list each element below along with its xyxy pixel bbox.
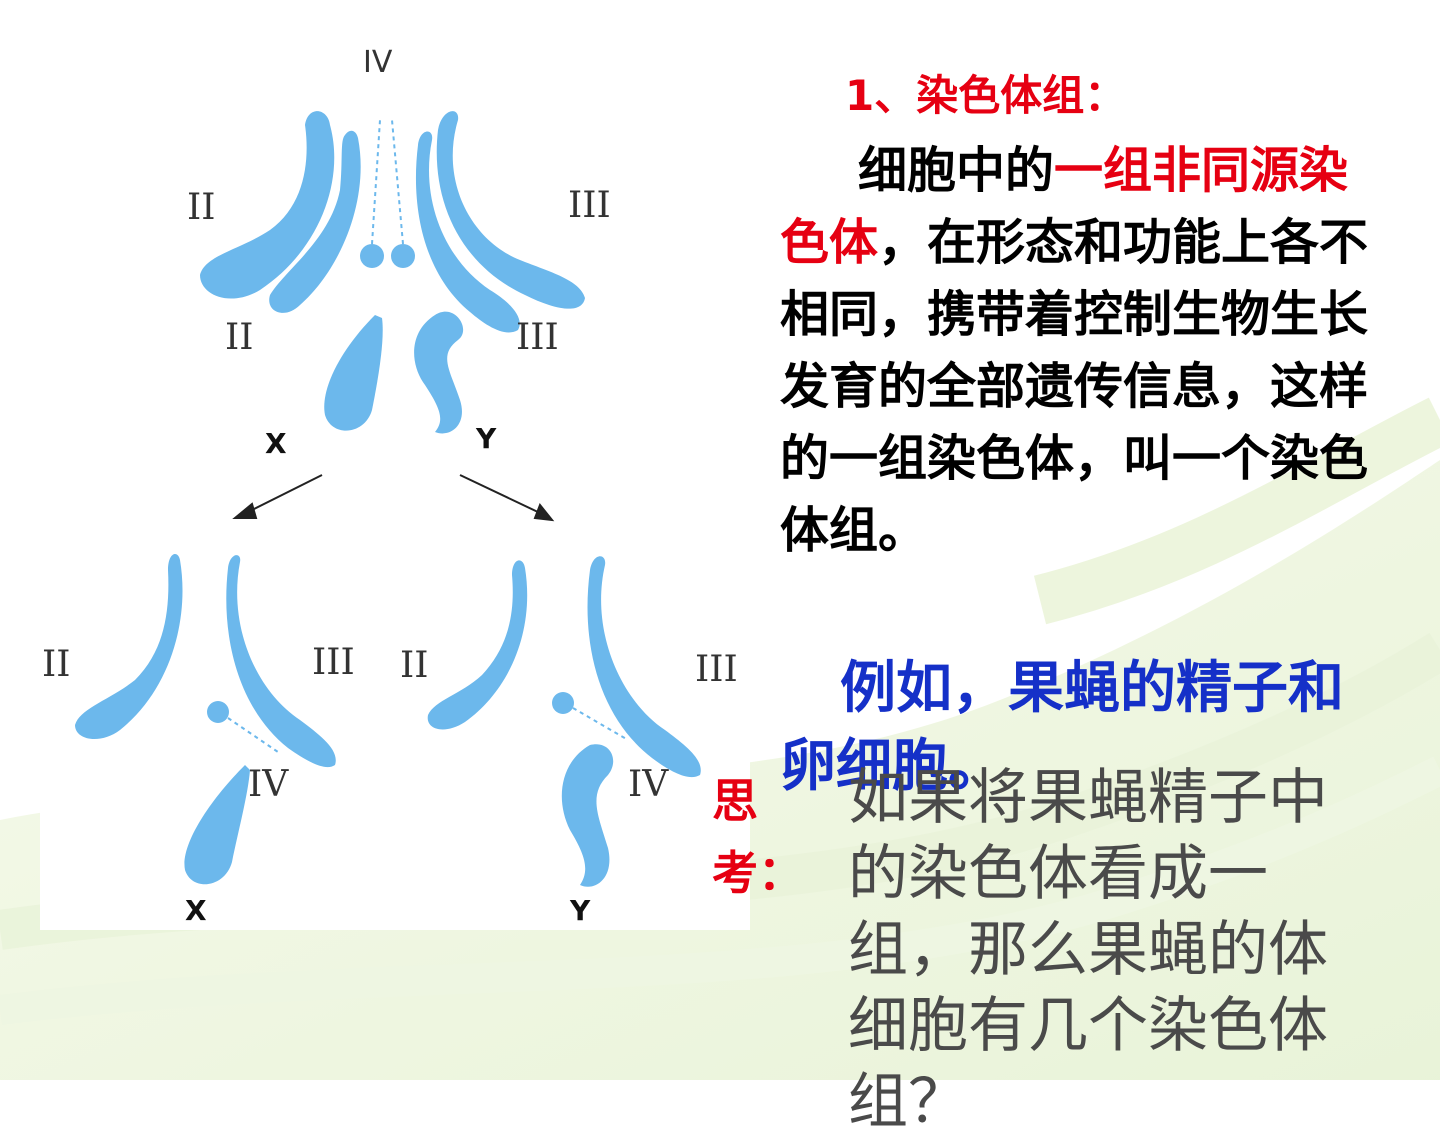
chromosome-x (324, 315, 383, 431)
arrow-right-line (459, 474, 541, 514)
right-chromosome-y (561, 744, 614, 887)
definition-paragraph: 细胞中的一组非同源染色体，在形态和功能上各不相同，携带着控制生物生长发育的全部遗… (780, 135, 1370, 567)
example-text: 例如，果蝇的精子和卵细胞。 (780, 656, 1344, 799)
label-iv-top: IV (363, 45, 393, 80)
chromosome-iv-dot-right (391, 244, 415, 268)
right-label-iii: III (695, 649, 738, 690)
definition-part1: 细胞中的 (858, 142, 1055, 199)
chromosome-ii-lower (269, 130, 361, 313)
label-iii-lower: III (516, 317, 559, 358)
chromosome-iii-lower (415, 131, 520, 333)
right-label-ii: II (400, 645, 429, 686)
think-question: 如果将果蝇精子中的染色体看成一组，那么果蝇的体细胞有几个染色体组？ (848, 763, 1328, 1137)
left-label-x: X (185, 894, 207, 927)
right-label-y: Y (570, 894, 591, 927)
chromosome-diagram (75, 111, 701, 887)
label-ii-lower: II (225, 317, 254, 358)
label-y-top: Y (476, 422, 497, 455)
right-iv-connector (572, 707, 629, 741)
chromosome-iv-dot-left (360, 244, 384, 268)
left-chromosome-ii (75, 554, 183, 740)
left-chromosome-iv (207, 701, 229, 723)
label-x-top: X (265, 427, 287, 460)
left-chromosome-x (184, 765, 250, 885)
right-chromosome-iv (552, 692, 574, 714)
left-iv-connector (227, 717, 279, 753)
right-chromosome-ii (427, 560, 528, 730)
left-label-iii: III (312, 642, 355, 683)
definition-highlight: 一组非同源染色体 (780, 142, 1349, 271)
label-iii-upper: III (568, 185, 611, 226)
arrow-left-head (232, 502, 258, 519)
left-label-iv: IV (248, 764, 289, 805)
chromosome-y (414, 311, 464, 434)
spindle-line-right (391, 119, 404, 245)
arrow-right-head (533, 503, 555, 522)
section-heading: 1、染色体组： (845, 71, 1127, 120)
left-label-ii: II (42, 644, 71, 685)
right-chromosome-iii (587, 556, 701, 778)
label-ii-upper: II (187, 187, 216, 228)
chromosome-ii-upper (200, 111, 335, 299)
definition-part2: ，在形态和功能上各不相同，携带着控制生物生长发育的全部遗传信息，这样的一组染色体… (780, 214, 1369, 559)
chromosome-iii-upper (436, 111, 585, 309)
chromosome-figure: IV II III II III X Y II III IV X II III … (40, 40, 750, 930)
left-chromosome-iii (226, 555, 336, 768)
spindle-line-left (371, 119, 381, 245)
think-label: 思考： (712, 774, 804, 900)
right-label-iv: IV (628, 764, 669, 805)
arrow-left-line (247, 474, 323, 513)
